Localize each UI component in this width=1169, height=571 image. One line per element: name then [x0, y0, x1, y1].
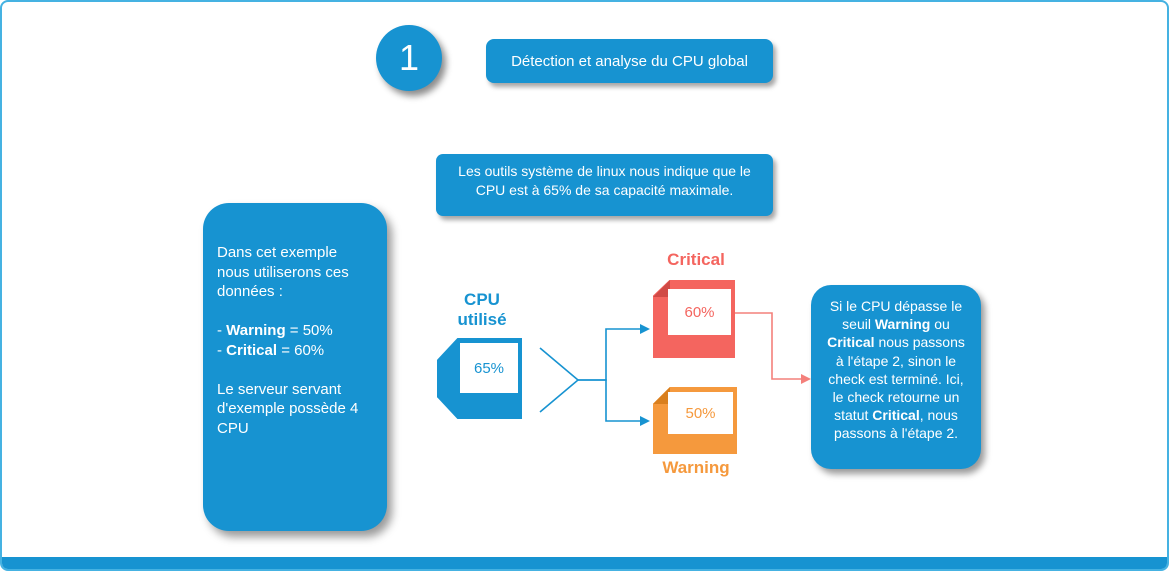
arrowhead-result: [801, 374, 811, 384]
cpu-value: 65%: [473, 359, 505, 377]
step-title: Détection et analyse du CPU global: [486, 39, 773, 83]
critical-value: 60%: [684, 303, 715, 321]
cpu-value-box: 65%: [460, 343, 518, 393]
step-number: 1: [398, 37, 420, 78]
critical-threshold-shape: 60%: [653, 280, 735, 358]
split-chevron: [539, 347, 580, 413]
result-panel: Si le CPU dépasse le seuil Warning ou Cr…: [811, 285, 981, 469]
warning-label: Warning: [662, 458, 730, 477]
warning-value: 50%: [685, 404, 716, 422]
cpu-value-shape: 65%: [437, 338, 522, 419]
cpu-shape-fold: [437, 402, 454, 419]
example-data-panel: Dans cet exemple nous utiliserons ces do…: [203, 203, 387, 531]
footer-bar: [2, 557, 1167, 569]
critical-value-box: 60%: [668, 289, 731, 335]
warning-threshold-shape: 50%: [653, 387, 737, 454]
step-number-badge: 1: [376, 25, 442, 91]
warning-value-box: 50%: [668, 392, 733, 434]
step-title-text: Détection et analyse du CPU global: [511, 52, 748, 70]
critical-to-result-line: [735, 312, 801, 380]
result-text: Si le CPU dépasse le seuil Warning ou Cr…: [827, 298, 965, 442]
info-callout-text: Les outils système de linux nous indique…: [458, 163, 751, 198]
branch-to-critical: [578, 328, 640, 381]
arrowhead-warning: [640, 416, 650, 426]
cpu-usage-label: CPU utilisé: [457, 290, 507, 330]
branch-to-warning: [578, 379, 640, 422]
example-data-text: Dans cet exemple nous utiliserons ces do…: [217, 244, 359, 437]
arrowhead-critical: [640, 324, 650, 334]
info-callout: Les outils système de linux nous indique…: [436, 154, 773, 216]
critical-label: Critical: [667, 250, 725, 269]
